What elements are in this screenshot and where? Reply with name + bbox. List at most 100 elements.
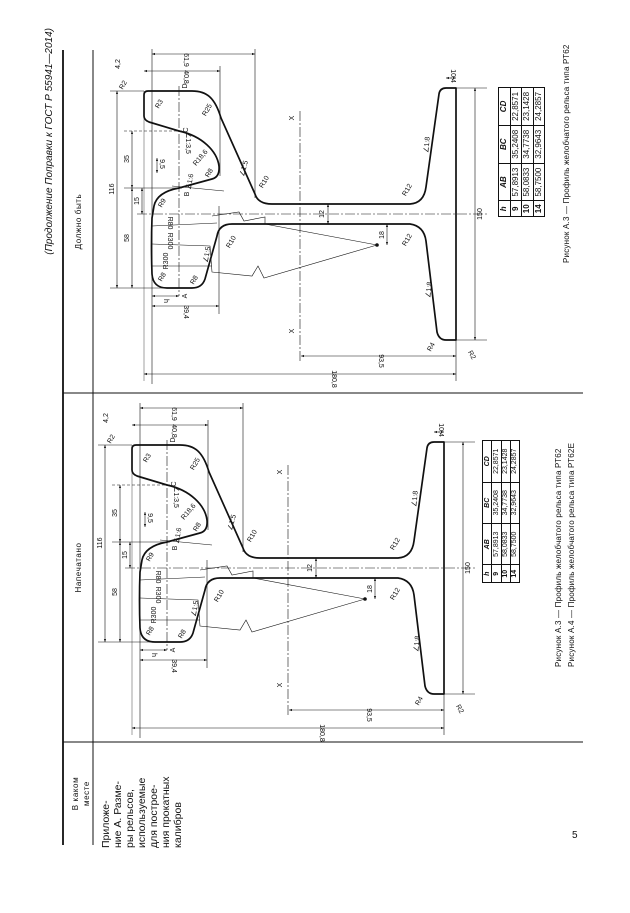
point-label-c: C	[171, 481, 178, 486]
dim-label: ∠1:6	[185, 173, 196, 190]
location-line: используемые	[136, 777, 148, 848]
cell-cd: 24,2857	[510, 440, 520, 483]
cell-ab: 58,0833	[521, 163, 533, 201]
cell-cd: 24,2857	[533, 87, 545, 126]
point-label-a: A	[170, 647, 177, 652]
cell-h: 9	[510, 201, 522, 217]
table-row: 10 58,0833 34,7738 23,1428	[521, 87, 533, 217]
dim-label: R12	[401, 233, 414, 248]
cell-h: 9	[491, 564, 501, 583]
cell-cd: 22,8571	[491, 440, 501, 483]
dim-label: R25	[201, 103, 214, 118]
point-label-c: C	[183, 127, 190, 132]
dim-label: 40,8	[170, 424, 177, 438]
dim-label: R300	[151, 607, 158, 624]
dim-label: 58	[112, 588, 119, 596]
cell-ab: 58,7500	[510, 523, 520, 565]
dim-label: ∠1:3,5	[172, 486, 180, 508]
dim-label: 35	[112, 509, 119, 517]
dim-label: R2	[106, 434, 117, 445]
location-line: ры рельсов,	[124, 789, 136, 848]
dim-label: 180,8	[318, 724, 325, 742]
dim-label: R2	[454, 704, 465, 715]
dim-label: R18,6	[180, 503, 197, 522]
dim-label: R300	[163, 253, 170, 270]
location-cell: Приложе- ние А. Разме- ры рельсов, испол…	[100, 744, 184, 848]
dim-label: R10	[246, 529, 259, 544]
cell-cd: 22,8571	[510, 87, 522, 126]
dim-label: ∠1:8	[412, 635, 421, 652]
header-ab: AB	[498, 163, 510, 201]
dim-label: 40,8	[182, 70, 189, 84]
dim-label: 180,8	[330, 370, 337, 388]
dim-label: R8	[177, 629, 188, 640]
dim-label: h	[150, 653, 157, 657]
cell-bc: 34,7738	[501, 482, 511, 524]
dim-label: R8	[204, 168, 215, 179]
dim-label: 18	[379, 231, 386, 239]
dim-label: R10	[225, 235, 238, 250]
cell-bc: 35,2408	[491, 482, 501, 524]
table-row: 14 58,7500 32,9643 24,2857	[510, 440, 520, 583]
cell-bc: 34,7738	[521, 125, 533, 164]
dim-label: 10,4	[437, 423, 444, 437]
page-number: 5	[572, 830, 578, 841]
dim-label: 9,5	[146, 513, 153, 523]
table-row: 14 58,7500 32,9643 24,2857	[533, 87, 545, 217]
dim-label: R2	[118, 80, 129, 91]
construction-line	[211, 211, 378, 246]
dim-label: R4	[414, 696, 425, 707]
dim-label: 93,5	[365, 708, 372, 722]
dimensions-table: h AB BC CD 9 57,8913 35,2408 22,8571 10 …	[498, 87, 545, 217]
page-header: (Продолжение Поправки к ГОСТ Р 55941—201…	[44, 28, 55, 255]
construction-line	[139, 597, 366, 633]
dim-label: ∠1:8	[410, 490, 419, 507]
column-header-should-be: Должно быть	[74, 193, 83, 250]
dim-label: 39,4	[170, 659, 177, 673]
axis-label-x: X	[277, 682, 284, 687]
column-header-printed: Напечатано	[74, 542, 83, 593]
dim-label: 15	[134, 197, 141, 205]
dim-label: ∠1:8	[422, 136, 431, 153]
header-cd: CD	[498, 87, 510, 126]
dim-label: 150	[465, 562, 472, 574]
dim-label: R9	[145, 552, 156, 563]
dimensions-table-printed: h AB BC CD 9 57,8913 35,2408 22,8571 10 …	[482, 440, 520, 583]
dim-label: R12	[389, 587, 402, 602]
dim-label: 116	[109, 183, 116, 194]
dim-label: R300	[166, 233, 173, 250]
location-line: ние А. Разме-	[112, 780, 124, 848]
rail-profile-drawing-corrected-slot: 4,2 R2 61,9 40,8 D R3 R25 C ∠1:3,5 R18,6…	[109, 49, 487, 388]
dim-label: 61,9	[170, 407, 177, 421]
point-label-d: D	[170, 437, 177, 442]
construction-line	[151, 243, 378, 279]
cell-ab: 57,8913	[510, 163, 522, 201]
dim-label: 61,9	[182, 53, 189, 67]
dim-label: R8	[189, 275, 200, 286]
header-h: h	[482, 564, 492, 583]
axis-label-x: X	[289, 328, 296, 333]
table-header-row: h AB BC CD	[498, 87, 510, 217]
dim-label: R80	[154, 571, 161, 584]
dim-label: ∠1:5	[190, 600, 201, 617]
dim-label: 4,2	[103, 413, 110, 423]
header-ab: AB	[482, 523, 492, 565]
dim-label: R10	[258, 175, 271, 190]
cell-bc: 32,9643	[510, 482, 520, 524]
dim-label: 12	[307, 564, 314, 572]
dimension-labels: 4,2 R2 61,9 40,8 D R3 R25 C ∠1:3,5 R18,6…	[109, 53, 484, 388]
dim-label: R4	[426, 342, 437, 353]
rail-profile-outline	[143, 87, 457, 341]
table-header-row: h AB BC CD	[482, 440, 492, 583]
reference-point	[375, 243, 379, 247]
cell-ab: 57,8913	[491, 523, 501, 565]
dim-label: R3	[154, 99, 165, 110]
dim-label: ∠1:8	[424, 281, 433, 298]
location-line: Приложе-	[100, 800, 112, 848]
header-cd: CD	[482, 440, 492, 483]
dim-label: ∠1:5	[202, 246, 213, 263]
cell-cd: 23,1428	[521, 87, 533, 126]
dim-label: 35	[124, 155, 131, 163]
reference-point	[363, 597, 367, 601]
cell-h: 10	[501, 564, 511, 583]
